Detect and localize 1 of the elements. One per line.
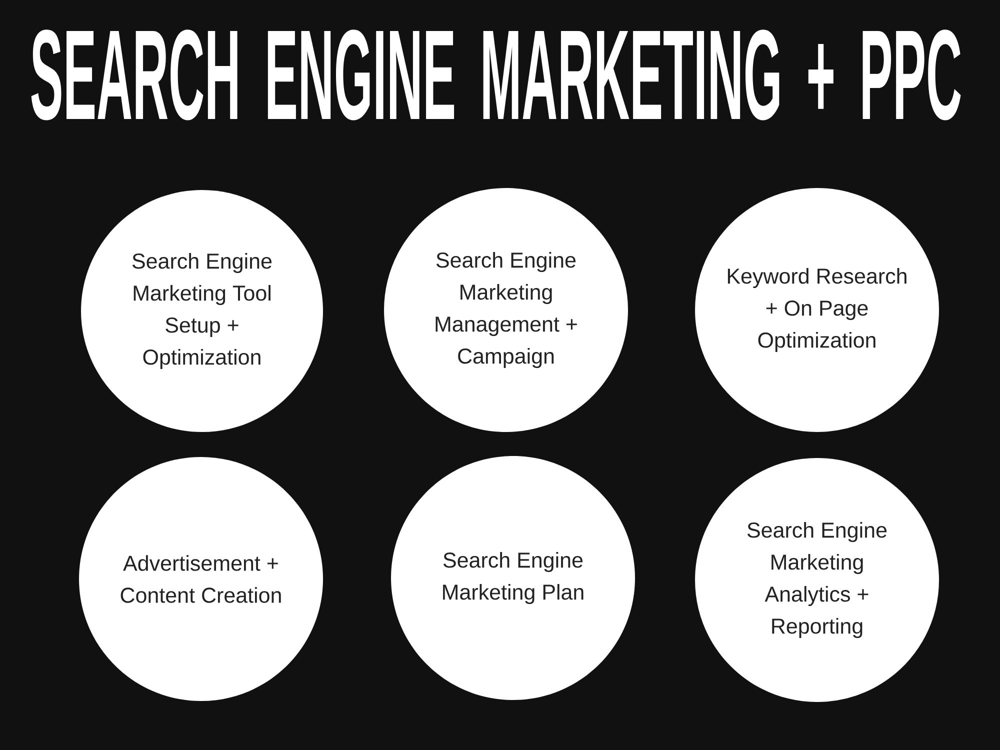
title: SEARCH ENGINE MARKETING + PPC — [31, 30, 961, 120]
